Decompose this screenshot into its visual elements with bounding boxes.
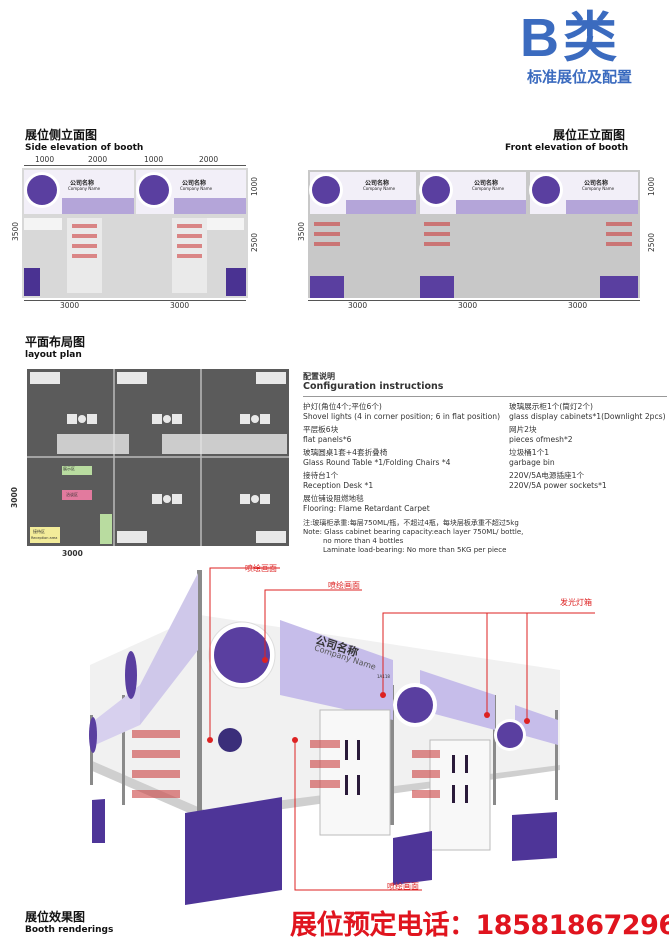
- booking-phone: 展位预定电话：18581867296: [290, 903, 669, 942]
- dim-label: 1000: [647, 176, 657, 197]
- dim-label: 3000: [60, 301, 80, 310]
- fascia-text-en: Company Name: [180, 186, 213, 191]
- dim-label: 3000: [568, 301, 588, 310]
- config-item: 玻璃展示柜1个(筒灯2个)glass display cabinets*1(Do…: [509, 402, 666, 421]
- booth-number: 1A118: [377, 674, 390, 679]
- heading-cn: 展位效果图: [25, 910, 86, 924]
- callout-label: 喷绘画面: [245, 564, 277, 573]
- dim-label: 2000: [199, 155, 219, 164]
- heading-cn: 平面布局图: [25, 335, 86, 349]
- layout-plan-drawing: [27, 369, 289, 546]
- zone-negotiation: [62, 490, 92, 500]
- dim-label: 3500: [297, 221, 307, 242]
- category-subtitle: 标准展位及配置: [526, 68, 632, 86]
- dim-label: 3500: [11, 221, 21, 242]
- zone-label-en: Reception area: [31, 536, 58, 540]
- config-note: 注:玻璃柜承重:每层750ML/瓶，不超过4瓶，每块层板承重不超过5kg Not…: [303, 519, 524, 554]
- zone-exhibition: [62, 466, 92, 475]
- fascia-text-en: Company Name: [363, 186, 396, 191]
- booth-side-left: [24, 170, 134, 296]
- fascia-text: 公司名称: [365, 180, 390, 187]
- dim-label: 1000: [35, 155, 55, 164]
- booth-side-right: [136, 170, 246, 296]
- booth-rendering: [89, 567, 595, 905]
- side-fascia: [140, 573, 198, 725]
- dim-label: 3000: [9, 487, 19, 508]
- dim-label: 2500: [250, 232, 260, 253]
- heading-en: Side elevation of booth: [25, 143, 144, 153]
- zone-label: 展示区: [63, 466, 75, 471]
- dim-label: 1000: [144, 155, 164, 164]
- zone-reception: [30, 527, 60, 543]
- reception-desk: [185, 797, 282, 905]
- rendering-heading: 展位效果图 Booth renderings: [25, 908, 113, 935]
- dim-label: 2500: [647, 232, 657, 253]
- booth-front-1: [309, 172, 416, 298]
- logo-disc: [214, 627, 270, 683]
- dim-label: 3000: [170, 301, 190, 310]
- phone-label: 展位预定电话：: [290, 910, 476, 941]
- zone-label: 接待区: [33, 529, 45, 534]
- configuration-instructions: 配置说明 Configuration instructions 护灯(角位4个;…: [303, 372, 667, 555]
- side-elevation-drawing: [22, 168, 248, 298]
- dim-label: 3000: [348, 301, 368, 310]
- heading-cn: 展位正立面图: [552, 128, 625, 142]
- heading-en: layout plan: [25, 350, 82, 360]
- dim-label: 3000: [458, 301, 478, 310]
- callout-label: 发光灯箱: [560, 598, 592, 607]
- heading-cn: 展位侧立面图: [25, 128, 98, 142]
- category-title: B类: [520, 8, 621, 68]
- dim-line: [308, 300, 640, 301]
- front-elevation-heading: 展位正立面图 Front elevation of booth: [505, 126, 628, 153]
- config-title-en: Configuration instructions: [303, 381, 444, 392]
- dim-label: 3000: [62, 549, 83, 558]
- callout-label: 喷绘画面: [387, 882, 419, 891]
- booth-front-2: [419, 172, 526, 298]
- fascia-text: 公司名称: [474, 180, 499, 187]
- fascia-text-en: Company Name: [68, 186, 101, 191]
- callout-label: 喷绘画面: [328, 581, 360, 590]
- heading-en: Booth renderings: [25, 925, 114, 935]
- config-title-cn: 配置说明: [303, 372, 335, 381]
- front-elevation-drawing: [308, 170, 640, 298]
- dim-label: 1000: [250, 176, 260, 197]
- fascia-text: 公司名称: [70, 180, 95, 187]
- booth-front-3: [529, 172, 638, 298]
- fascia-text: 公司名称: [584, 180, 609, 187]
- fascia-text-en: Company Name: [582, 186, 615, 191]
- phone-number[interactable]: 18581867296: [475, 910, 669, 941]
- front-fascia: [280, 620, 393, 720]
- dim-line: [24, 300, 246, 301]
- zone-exhibition-2: [100, 514, 112, 544]
- fascia-text-en: Company Name: [472, 186, 505, 191]
- dim-line: [24, 165, 246, 166]
- side-elevation-heading: 展位侧立面图 Side elevation of booth: [25, 126, 143, 153]
- config-item: 护灯(角位4个;平位6个)Shovel lights (4 in corner …: [303, 402, 501, 421]
- fascia-text: 公司名称: [182, 180, 207, 187]
- dim-label: 2000: [88, 155, 108, 164]
- heading-en: Front elevation of booth: [505, 143, 629, 153]
- zone-label: 洽谈区: [66, 492, 78, 497]
- layout-plan-heading: 平面布局图 layout plan: [25, 333, 85, 360]
